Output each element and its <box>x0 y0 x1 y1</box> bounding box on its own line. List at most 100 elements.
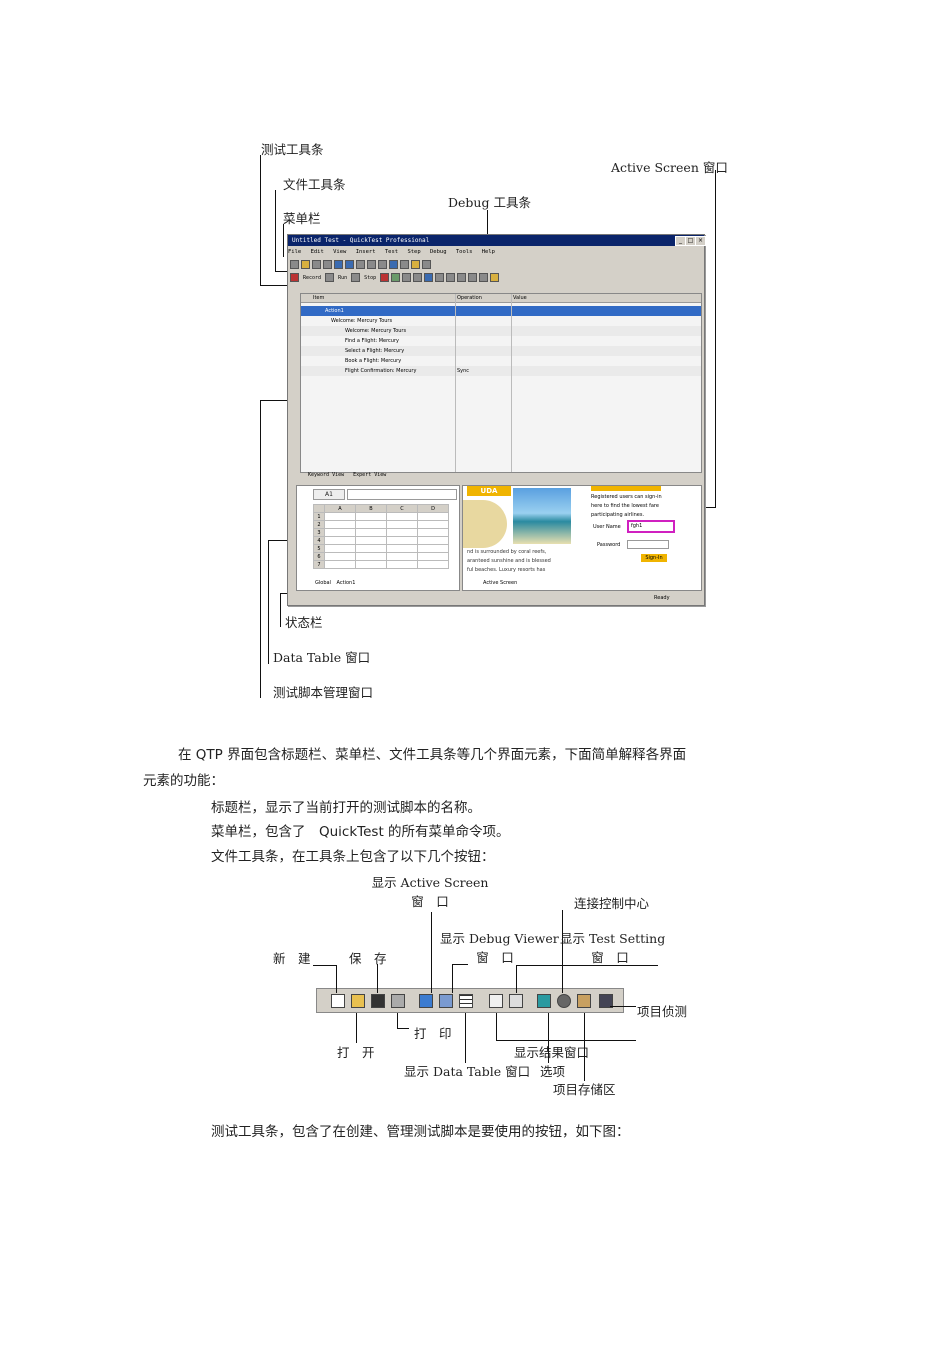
active-screen-icon[interactable] <box>334 260 343 269</box>
tree-row[interactable]: Action1 <box>301 306 701 316</box>
options-icon[interactable] <box>537 994 551 1008</box>
print-icon[interactable] <box>391 994 405 1008</box>
column-header[interactable]: D <box>417 504 449 513</box>
run-icon[interactable] <box>325 273 335 282</box>
active-screen-icon[interactable] <box>419 994 433 1008</box>
password-field[interactable] <box>627 540 669 549</box>
row-header[interactable]: 7 <box>313 560 325 569</box>
tab-keyword-view[interactable]: Keyword View <box>308 472 345 478</box>
pause-icon[interactable] <box>457 273 467 282</box>
qtp-window: Untitled Test - QuickTest Professional _… <box>287 234 706 606</box>
signin-button[interactable]: Sign-In <box>641 554 667 562</box>
stop-label[interactable]: Stop <box>364 274 377 281</box>
tab-active-screen[interactable]: Active Screen <box>483 580 518 586</box>
tree-row[interactable]: Select a Flight: Mercury <box>301 346 701 356</box>
menu-insert[interactable]: Insert <box>355 249 376 255</box>
output-value-icon[interactable] <box>391 273 401 282</box>
label-options: 选项 <box>540 1064 566 1079</box>
column-header[interactable]: A <box>324 504 356 513</box>
label-file-toolbar: 文件工具条 <box>283 177 346 192</box>
options-icon[interactable] <box>389 260 398 269</box>
record-icon[interactable] <box>290 273 299 282</box>
breakpoint-icon[interactable] <box>468 273 478 282</box>
test-setting-icon[interactable] <box>509 994 523 1008</box>
tree-row[interactable]: Welcome: Mercury Tours <box>331 318 393 324</box>
leader-line <box>465 1013 466 1063</box>
list-item: 文件工具条，在工具条上包含了以下几个按钮： <box>211 849 495 865</box>
settings-icon[interactable] <box>378 260 387 269</box>
row-header[interactable]: 3 <box>313 528 325 537</box>
label-connect-control-center: 连接控制中心 <box>574 896 650 911</box>
menu-debug[interactable]: Debug <box>430 249 447 255</box>
save-icon[interactable] <box>312 260 321 269</box>
help-icon[interactable] <box>490 273 500 282</box>
results-icon[interactable] <box>489 994 503 1008</box>
debug-step-out-icon[interactable] <box>446 273 456 282</box>
file-toolbar-strip <box>316 988 624 1013</box>
tree-row[interactable]: Find a Flight: Mercury <box>345 338 399 344</box>
tree-row[interactable]: Book a Flight: Mercury <box>345 358 402 364</box>
leader-line <box>397 1028 409 1029</box>
menu-tools[interactable]: Tools <box>455 249 473 255</box>
stop-icon[interactable] <box>351 273 361 282</box>
new-icon[interactable] <box>290 260 299 269</box>
status-text: Ready <box>654 595 670 601</box>
menu-edit[interactable]: Edit <box>310 249 324 255</box>
column-header[interactable]: B <box>355 504 387 513</box>
label-object-spy: 项目侦测 <box>637 1004 688 1019</box>
sheet-tab-action1[interactable]: Action1 <box>336 580 356 586</box>
data-table-icon[interactable] <box>459 994 473 1008</box>
debug-step-into-icon[interactable] <box>424 273 434 282</box>
insert-checkpoint-icon[interactable] <box>380 273 390 282</box>
column-divider <box>511 294 512 472</box>
object-spy-icon[interactable] <box>599 994 613 1008</box>
control-center-icon[interactable] <box>400 260 409 269</box>
data-table-icon[interactable] <box>345 260 354 269</box>
open-icon[interactable] <box>301 260 310 269</box>
row-header[interactable]: 5 <box>313 544 325 553</box>
tree-row[interactable]: Flight Confirmation: Mercury <box>301 366 701 376</box>
leader-line <box>260 400 305 401</box>
step-icon[interactable] <box>402 273 412 282</box>
user-name-label: User Name <box>593 524 621 530</box>
label-save: 保 存 <box>349 951 387 966</box>
new-icon[interactable] <box>331 994 345 1008</box>
menu-help[interactable]: Help <box>481 249 495 255</box>
open-icon[interactable] <box>351 994 365 1008</box>
row-header[interactable]: 4 <box>313 536 325 545</box>
row-header[interactable]: 1 <box>313 512 325 521</box>
save-icon[interactable] <box>371 994 385 1008</box>
debug-viewer-icon[interactable] <box>439 994 453 1008</box>
column-header[interactable]: C <box>386 504 418 513</box>
row-header[interactable]: 6 <box>313 552 325 561</box>
clear-breakpoints-icon[interactable] <box>479 273 489 282</box>
spy-icon[interactable] <box>422 260 431 269</box>
menu-test[interactable]: Test <box>384 249 399 255</box>
label-test-script-window: 测试脚本管理窗口 <box>273 685 374 700</box>
run-label[interactable]: Run <box>338 274 348 281</box>
cell-reference[interactable]: A1 <box>313 489 345 500</box>
label-menubar: 菜单栏 <box>283 211 321 226</box>
row-header[interactable]: 2 <box>313 520 325 529</box>
menu-file[interactable]: File <box>288 249 302 255</box>
menu-step[interactable]: Step <box>407 249 421 255</box>
grid-icon[interactable] <box>356 260 365 269</box>
action-icon[interactable] <box>413 273 423 282</box>
record-label[interactable]: Record <box>303 274 322 281</box>
sheet-tab-global[interactable]: Global <box>315 580 331 586</box>
close-button[interactable]: × <box>695 236 706 246</box>
leader-line <box>397 1013 398 1028</box>
label-print: 打 印 <box>414 1026 452 1041</box>
repository-icon[interactable] <box>411 260 420 269</box>
menu-view[interactable]: View <box>333 249 347 255</box>
tab-expert-view[interactable]: Expert View <box>353 472 387 478</box>
debug-step-over-icon[interactable] <box>435 273 445 282</box>
print-icon[interactable] <box>323 260 332 269</box>
leader-line <box>268 540 269 664</box>
results-icon[interactable] <box>367 260 376 269</box>
user-name-field[interactable]: fgh1 <box>627 520 675 533</box>
repository-icon[interactable] <box>577 994 591 1008</box>
control-center-icon[interactable] <box>557 994 571 1008</box>
formula-bar[interactable] <box>347 489 457 500</box>
tree-row[interactable]: Welcome: Mercury Tours <box>301 326 701 336</box>
